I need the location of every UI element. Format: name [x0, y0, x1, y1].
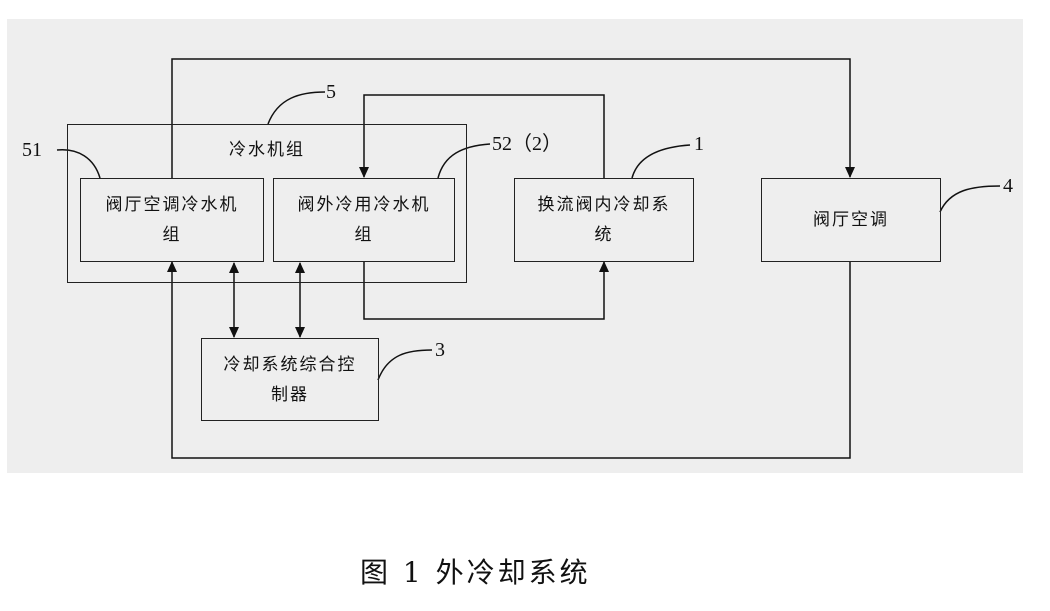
line-hall-ac-to-hall-chiller	[167, 261, 851, 459]
leader-ref-3	[377, 349, 433, 381]
line-hall-chiller-to-hall-ac	[171, 58, 855, 178]
figure-caption: 图 1 外冷却系统	[360, 556, 591, 589]
hall-ac-chiller-box	[80, 178, 264, 262]
leader-ref-1	[631, 144, 691, 179]
leader-ref-52	[437, 143, 491, 179]
outside-cooling-chiller-box	[273, 178, 455, 262]
valve-hall-ac-label: 阀厅空调	[813, 210, 889, 230]
chiller-unit-group	[67, 124, 467, 283]
valve-internal-cooling-label: 换流阀内冷却系 统	[537, 195, 671, 245]
ref-label-3: 3	[435, 339, 445, 361]
chiller-unit-group-title: 冷水机组	[229, 140, 305, 160]
cooling-controller-label: 冷却系统综合控 制器	[223, 355, 357, 405]
valve-hall-ac-box	[761, 178, 941, 262]
cooling-controller-box	[201, 338, 379, 421]
leader-ref-5	[267, 91, 326, 125]
ref-label-1: 1	[694, 133, 704, 155]
outside-cooling-chiller-label: 阀外冷用冷水机 组	[297, 195, 431, 245]
leader-ref-51	[56, 149, 101, 179]
ref-label-5: 5	[326, 81, 336, 103]
valve-internal-cooling-box	[514, 178, 694, 262]
ref-label-52: 52（2）	[492, 133, 562, 155]
leader-ref-4	[939, 185, 1001, 213]
ref-label-4: 4	[1003, 175, 1013, 197]
line-outside-chiller-to-valve-cooling	[363, 261, 609, 320]
hall-ac-chiller-label: 阀厅空调冷水机 组	[105, 195, 239, 245]
ref-label-51: 51	[22, 139, 42, 161]
line-valve-cooling-to-outside-chiller	[359, 94, 605, 178]
